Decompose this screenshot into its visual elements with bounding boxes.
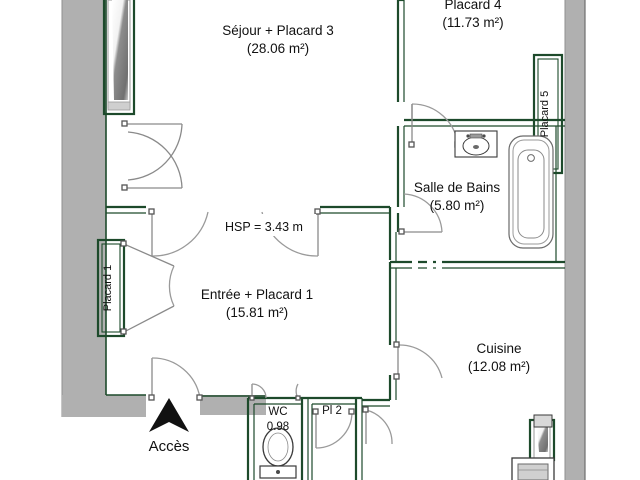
room-area-entree: (15.81 m²) — [226, 305, 288, 320]
room-label-cuisine: Cuisine — [476, 341, 521, 356]
bathtub-icon — [508, 135, 554, 249]
door-entree-sdb — [398, 193, 443, 235]
door-placard2 — [312, 408, 355, 449]
wall-structure — [61, 0, 586, 480]
room-label-salle-de-bains: Salle de Bains — [414, 180, 501, 195]
toilet-icon — [259, 427, 297, 479]
kitchen-sink-icon — [511, 457, 555, 480]
room-label-wc: WC — [268, 406, 287, 418]
windows-group — [107, 0, 551, 459]
door-sejour-double — [121, 120, 183, 191]
room-area-sejour: (28.06 m²) — [247, 41, 309, 56]
door-entree-cuisine — [393, 341, 443, 380]
wall-exterior-left — [62, 0, 106, 417]
room-area-wc: 0.98 — [267, 421, 289, 433]
ceiling-height-label: HSP = 3.43 m — [225, 220, 303, 234]
door-main-entrance — [148, 357, 203, 401]
fixtures-group — [259, 130, 555, 480]
room-labels-group: Séjour + Placard 3 (28.06 m²) Placard 4 … — [201, 0, 530, 433]
door-placard1 — [120, 240, 175, 335]
sink-icon — [454, 130, 498, 158]
room-area-salle-de-bains: (5.80 m²) — [430, 198, 485, 213]
access-arrow-icon — [149, 398, 189, 432]
door-wc — [249, 383, 301, 401]
room-label-placard4: Placard 4 — [444, 0, 502, 12]
room-label-entree: Entrée + Placard 1 — [201, 287, 313, 302]
closet-placard1-box — [96, 238, 126, 338]
closet-label-placard5: Placard 5 — [539, 91, 551, 137]
closet-label-placard1: Placard 1 — [102, 265, 114, 311]
room-label-sejour: Séjour + Placard 3 — [222, 23, 333, 38]
wall-exterior-right — [565, 0, 585, 480]
wall-partitions — [96, 0, 565, 480]
room-label-placard2: Pl 2 — [322, 405, 342, 417]
wall-entry-left — [62, 395, 146, 417]
vertical-labels-group: Placard 5 Placard 1 — [102, 91, 551, 311]
doors-group — [120, 103, 461, 449]
window-frame-living — [102, 0, 136, 116]
room-area-placard4: (11.73 m²) — [442, 15, 503, 30]
kitchen-unit-icon — [533, 414, 553, 428]
ceiling-height-callout: HSP = 3.43 m — [212, 214, 316, 236]
access-label: Accès — [149, 438, 190, 455]
room-area-cuisine: (12.08 m²) — [468, 359, 530, 374]
door-cuisine-hall — [362, 406, 393, 445]
